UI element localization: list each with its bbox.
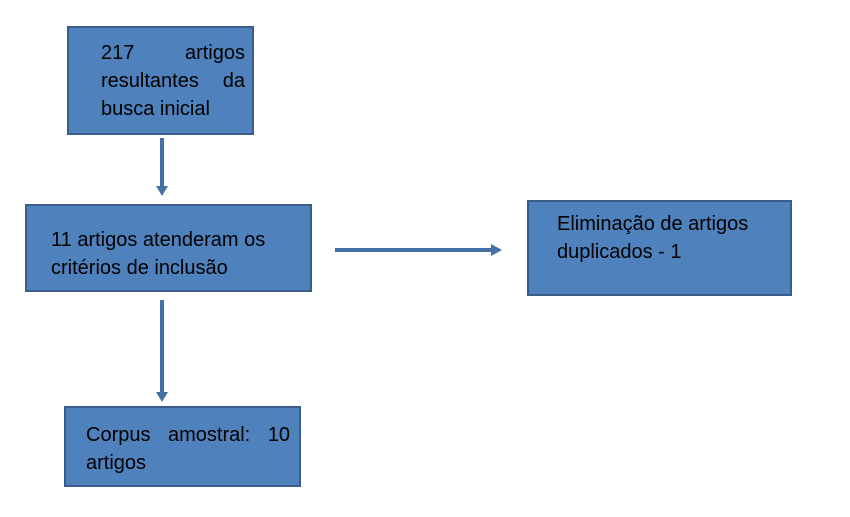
arrowhead-search-to-inclusion — [156, 186, 168, 196]
node-duplicates-text: Eliminação de artigos duplicados - 1 — [557, 213, 749, 263]
arrowhead-inclusion-to-duplicates — [491, 244, 502, 256]
node-initial-search-text: 217 artigos resultantes da busca inicial — [101, 42, 245, 120]
node-inclusion: 11 artigos atenderam os critérios de inc… — [25, 204, 312, 292]
node-duplicates: Eliminação de artigos duplicados - 1 — [527, 200, 792, 296]
node-inclusion-text: 11 artigos atenderam os critérios de inc… — [51, 229, 266, 279]
node-corpus: Corpus amostral: 10 artigos — [64, 406, 301, 487]
node-initial-search: 217 artigos resultantes da busca inicial — [67, 26, 254, 135]
node-corpus-text: Corpus amostral: 10 artigos — [86, 424, 290, 474]
arrowhead-inclusion-to-corpus — [156, 392, 168, 402]
